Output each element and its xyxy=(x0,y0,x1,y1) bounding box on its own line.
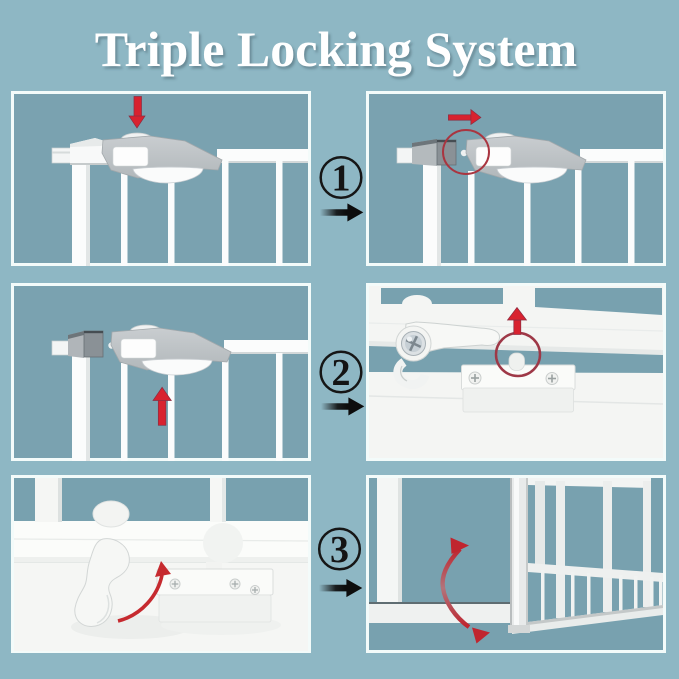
svg-text:Triple Locking System: Triple Locking System xyxy=(97,24,579,80)
svg-text:2: 2 xyxy=(332,352,351,394)
svg-text:3: 3 xyxy=(330,529,349,571)
svg-text:Triple Locking System: Triple Locking System xyxy=(95,21,577,77)
svg-text:1: 1 xyxy=(332,158,351,200)
